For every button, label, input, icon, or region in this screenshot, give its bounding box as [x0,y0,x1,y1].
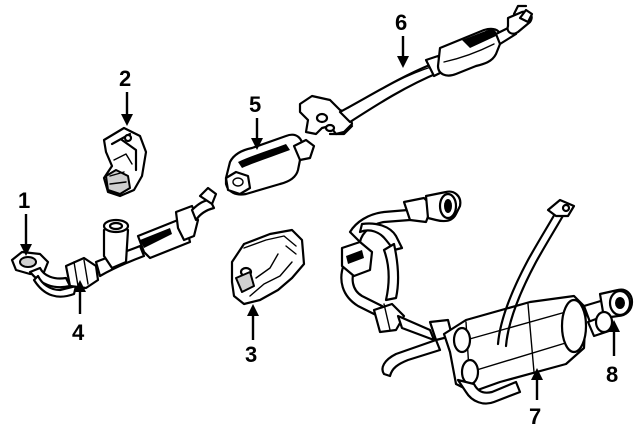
callout-7-label: 7 [529,404,541,429]
callout-8[interactable]: 8 [606,320,620,387]
catalytic-converter-icon[interactable] [224,133,316,196]
callout-4-label: 4 [72,320,85,345]
heat-shield-lower-icon[interactable] [230,228,306,306]
callout-8-label: 8 [606,362,618,387]
callout-2-label: 2 [119,66,131,91]
callout-5[interactable]: 5 [249,92,263,150]
callout-4[interactable]: 4 [72,280,86,345]
callout-1[interactable]: 1 [18,188,32,256]
intermediate-pipe-resonator-icon[interactable] [298,4,534,136]
callout-5-label: 5 [249,92,261,117]
callout-6[interactable]: 6 [395,10,409,68]
callout-3-label: 3 [245,342,257,367]
muffler-assembly-icon[interactable] [340,190,588,405]
callout-3[interactable]: 3 [245,304,259,367]
tail-pipe-tip-icon[interactable] [582,288,634,338]
callout-1-label: 1 [18,188,30,213]
callout-2[interactable]: 2 [119,66,133,126]
front-exhaust-pipe-icon[interactable] [10,186,218,298]
heat-shield-upper-icon[interactable] [102,126,148,198]
callout-6-label: 6 [395,10,407,35]
callout-7[interactable]: 7 [529,368,543,429]
